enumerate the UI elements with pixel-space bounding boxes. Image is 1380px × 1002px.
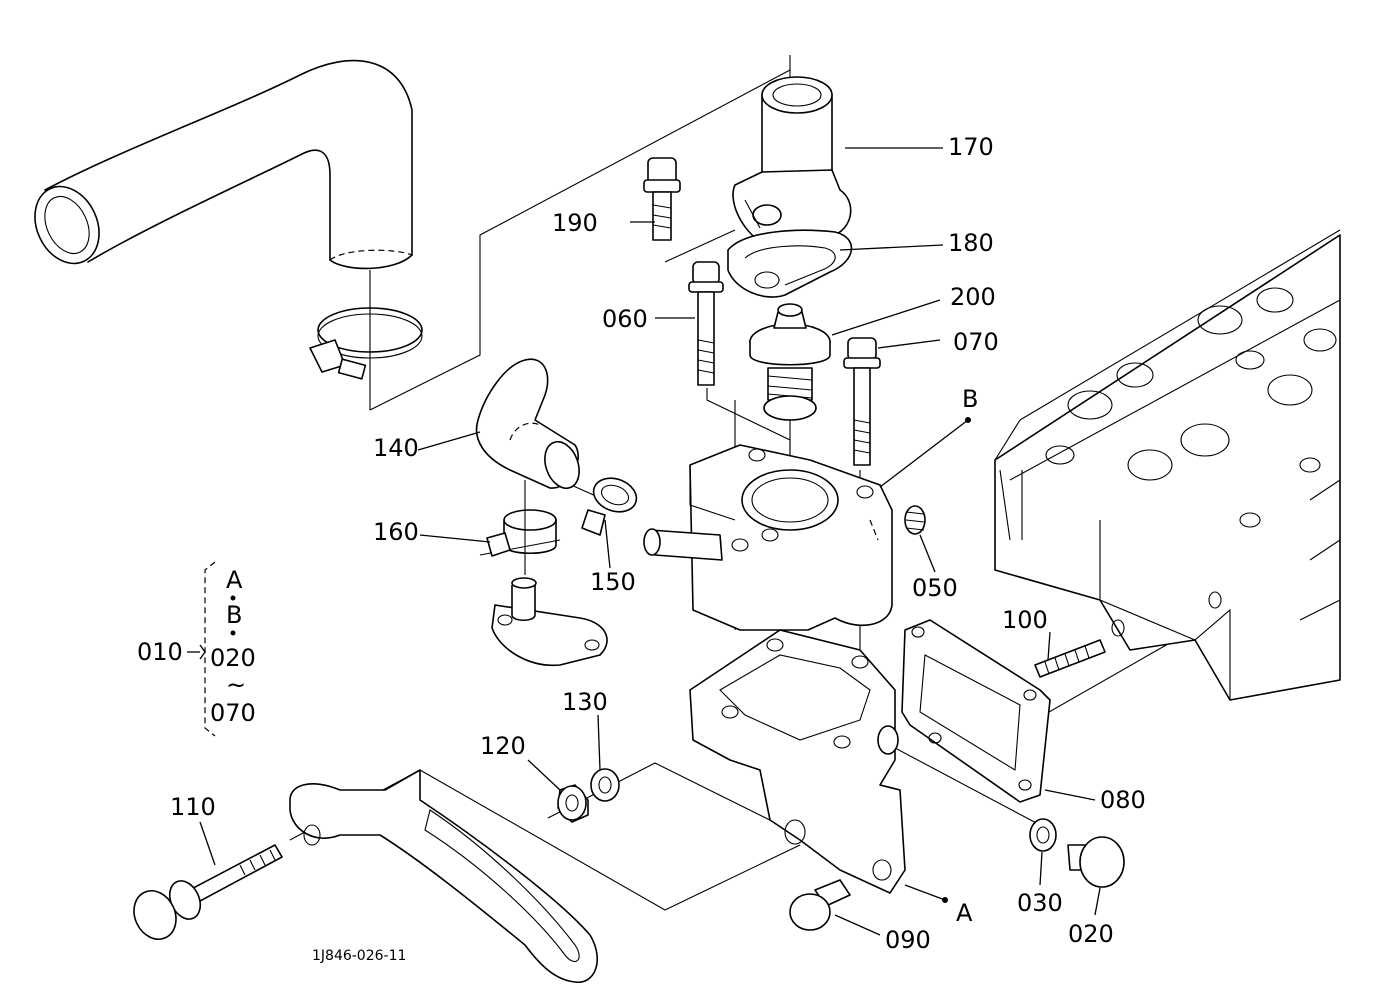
belt-bracket <box>289 769 599 983</box>
assembly-line-a: A <box>226 566 243 594</box>
label-110: 110 <box>170 793 216 821</box>
thermostat <box>749 303 831 520</box>
thermostat-housing <box>643 444 893 631</box>
upper-hose <box>34 59 413 270</box>
label-060: 060 <box>602 305 648 333</box>
label-090: 090 <box>885 926 931 954</box>
label-160: 160 <box>373 518 419 546</box>
bolt-060 <box>688 261 724 386</box>
label-190: 190 <box>552 209 598 237</box>
label-100: 100 <box>1002 606 1048 634</box>
label-ref-b: B <box>962 385 978 413</box>
label-140: 140 <box>373 434 419 462</box>
label-150: 150 <box>590 568 636 596</box>
hose-clamp-160 <box>486 509 557 557</box>
label-180: 180 <box>948 229 994 257</box>
part-labels: 170 180 190 200 060 070 140 160 150 050 … <box>170 133 1146 954</box>
leader-lines <box>199 147 1101 936</box>
bypass-flange <box>491 577 608 667</box>
drawing-code: 1J846-026-11 <box>312 948 406 964</box>
label-170: 170 <box>948 133 994 161</box>
cylinder-head <box>994 229 1341 701</box>
plug-020 <box>1067 836 1125 888</box>
assembly-tilde: ~ <box>226 671 246 699</box>
gasket-thermostat <box>727 229 853 298</box>
washer-030 <box>1029 818 1057 852</box>
plug-050 <box>904 505 926 535</box>
label-070: 070 <box>953 328 999 356</box>
label-080: 080 <box>1100 786 1146 814</box>
label-020: 020 <box>1068 920 1114 948</box>
bolt-190 <box>643 157 681 241</box>
label-030: 030 <box>1017 889 1063 917</box>
plug-090 <box>789 879 851 931</box>
label-130: 130 <box>562 688 608 716</box>
hose-clamp-upper <box>309 307 423 380</box>
assembly-line-070: 070 <box>210 699 256 727</box>
spacer-120 <box>557 784 589 823</box>
assembly-bracket-010: 010 A B 020 ~ 070 <box>137 561 256 737</box>
label-120: 120 <box>480 732 526 760</box>
assembly-line-020: 020 <box>210 644 256 672</box>
stud-100 <box>1034 639 1106 678</box>
washer-130 <box>590 768 620 802</box>
label-ref-a: A <box>956 899 973 927</box>
thermostat-cover <box>732 76 852 246</box>
bolt-110 <box>133 844 283 940</box>
bypass-hose <box>475 358 580 490</box>
bolt-070 <box>843 337 881 466</box>
assembly-line-b: B <box>226 601 242 629</box>
gasket-080 <box>901 619 1051 803</box>
assembly-part-number: 010 <box>137 638 183 666</box>
label-050: 050 <box>912 574 958 602</box>
water-flange <box>689 629 906 894</box>
label-200: 200 <box>950 283 996 311</box>
hose-clamp-150 <box>581 477 638 536</box>
